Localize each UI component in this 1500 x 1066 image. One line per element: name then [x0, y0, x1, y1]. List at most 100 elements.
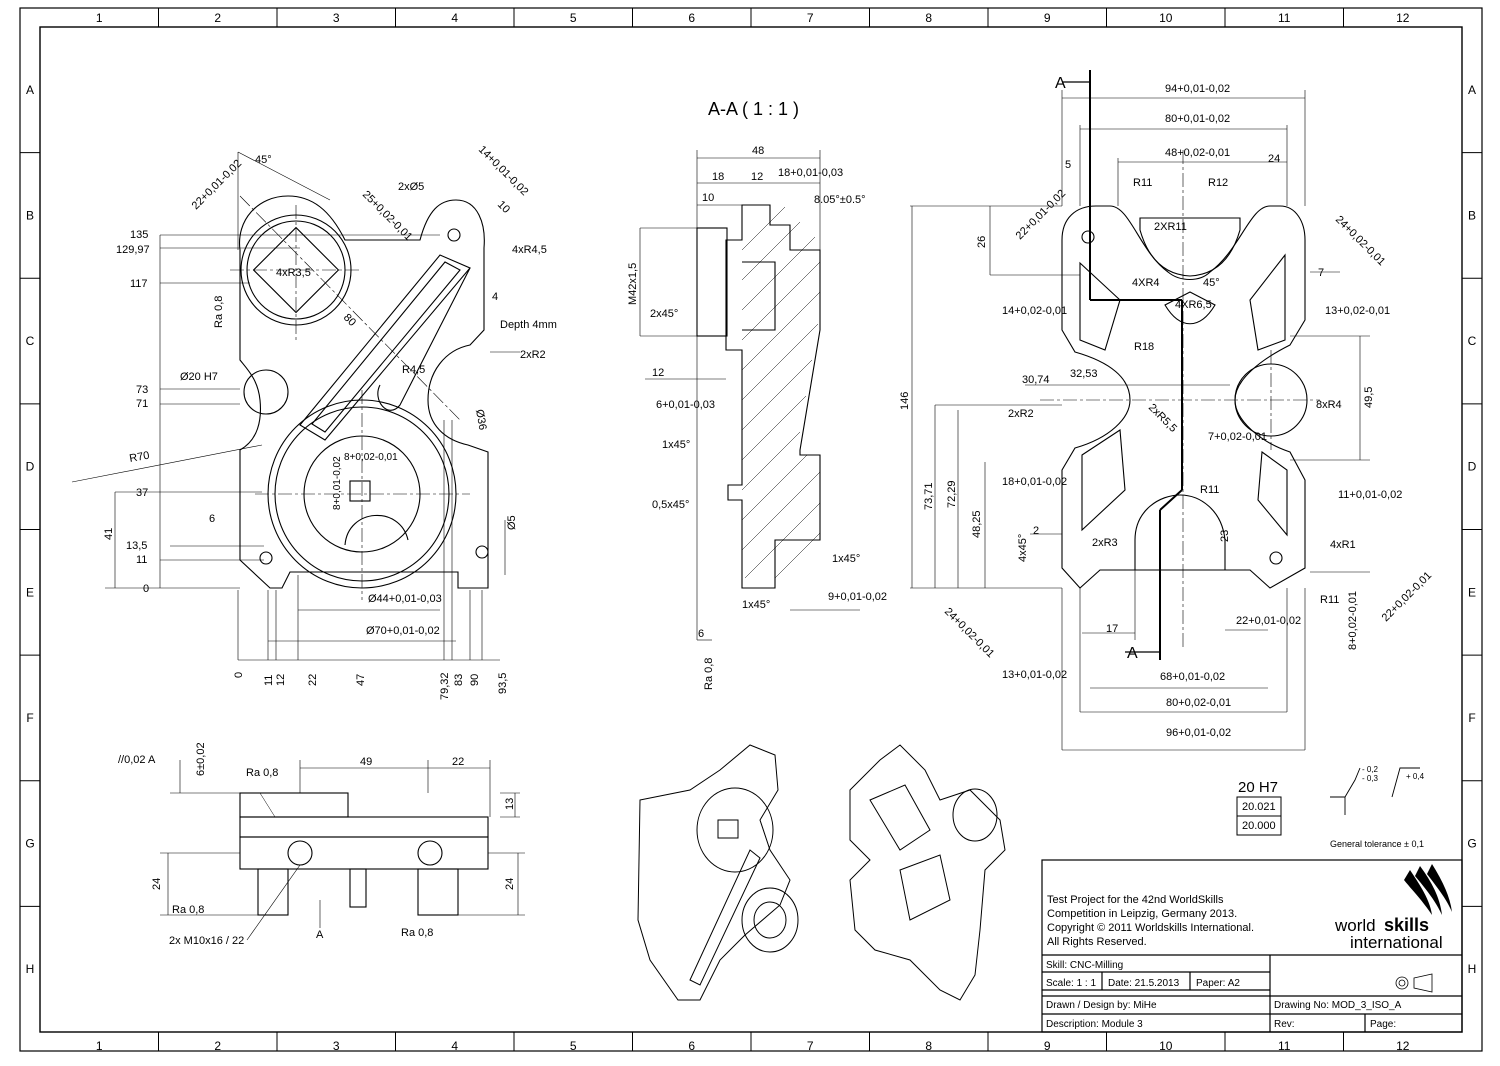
- dim-label: 45°: [1203, 277, 1220, 289]
- dim-label: R70: [128, 450, 150, 465]
- frame-col-label: 5: [570, 1039, 577, 1053]
- section-hatch: [741, 206, 821, 579]
- frame-col-label: 6: [688, 11, 695, 25]
- dim-label: Ra 0,8: [401, 927, 433, 939]
- dim-label: 17: [1106, 623, 1118, 635]
- dim-label: 4xR4,5: [512, 244, 547, 256]
- dim-label: 24+0,02-0,01: [1333, 214, 1388, 269]
- front-outline: [239, 195, 489, 589]
- fit-upper: 20.021: [1242, 801, 1276, 813]
- dim-label: 24: [1268, 153, 1280, 165]
- dim-label: 6±0,02: [195, 742, 207, 776]
- section-mark-bottom: A: [1127, 645, 1138, 662]
- dim-label: 32,53: [1070, 368, 1098, 380]
- center-notch: [1164, 291, 1216, 325]
- dim-label: 1x45°: [662, 439, 690, 451]
- frame-col-label: 8: [925, 11, 932, 25]
- square-pocket: [252, 226, 340, 314]
- logo-skills: skills: [1384, 915, 1429, 935]
- section-outline: [725, 204, 821, 589]
- dim-label: 80+0,01-0,02: [1165, 113, 1230, 125]
- hole-bottom-right: [475, 545, 489, 559]
- dim-label: 71: [136, 398, 148, 410]
- dim-label: Ra 0,8: [172, 904, 204, 916]
- surface-tol: - 0,2: [1362, 765, 1379, 774]
- frame-row-label: C: [26, 334, 35, 348]
- dim-label: 2x M10x16 / 22: [169, 935, 244, 947]
- dim-label: //0,02 A: [118, 754, 156, 766]
- thread-hole-left: [287, 840, 313, 866]
- dim-label: 8.05°±0.5°: [814, 194, 866, 206]
- frame-row-label: C: [1468, 334, 1477, 348]
- dim-label: 13,5: [126, 540, 147, 552]
- pocket-ul: [1079, 261, 1121, 351]
- isometric-view-right: [849, 744, 1006, 1001]
- dim-label: 26: [976, 236, 988, 248]
- frame-row-label: E: [26, 585, 34, 599]
- thread-hole-right: [417, 840, 443, 866]
- dim-label: 9+0,01-0,02: [828, 591, 887, 603]
- bottom-dim: 0: [233, 672, 245, 678]
- frame-col-label: 7: [807, 1039, 814, 1053]
- dim-label: 146: [899, 392, 911, 410]
- thread-boss: [696, 227, 728, 337]
- slot-inner: [311, 261, 461, 433]
- frame-col-label: 6: [688, 1039, 695, 1053]
- dim-label: 4XR6,5: [1175, 299, 1212, 311]
- frame-col-label: 12: [1396, 1039, 1410, 1053]
- dim-label: 5: [1065, 159, 1071, 171]
- back-hole-top: [1081, 230, 1095, 244]
- frame-col-label: 3: [333, 1039, 340, 1053]
- dim-label: 23: [1219, 530, 1231, 542]
- logo-international: international: [1350, 933, 1443, 952]
- dim-label: 2x45°: [650, 308, 678, 320]
- side-pin: [349, 868, 367, 908]
- skills-logo-mark: [1404, 864, 1452, 915]
- dim-label: 49: [360, 756, 372, 768]
- frame-col-label: 9: [1044, 11, 1051, 25]
- dim-label: 13+0,02-0,01: [1325, 305, 1390, 317]
- dim-label: 2xR2: [520, 349, 546, 361]
- frame-col-label: 4: [451, 1039, 458, 1053]
- dim-label: 14+0,01-0,02: [476, 144, 531, 199]
- frame-col-label: 1: [96, 11, 103, 25]
- dim-label: 2xR2: [1008, 408, 1034, 420]
- dim-label: 6: [209, 513, 215, 525]
- dim-label: 1x45°: [742, 599, 770, 611]
- title-text-line: All Rights Reserved.: [1047, 936, 1147, 948]
- dim-label: 2XR11: [1154, 221, 1187, 233]
- frame-col-label: 2: [214, 1039, 221, 1053]
- frame-row-label: B: [1468, 208, 1476, 222]
- dim-label: 30,74: [1022, 374, 1050, 386]
- frame-col-label: 10: [1159, 1039, 1173, 1053]
- dim-label: 18+0,01-0,02: [1002, 476, 1067, 488]
- dim-label: 4x45°: [1017, 534, 1029, 562]
- dim-label: 48,25: [971, 510, 983, 538]
- bottom-dim: 79,32: [439, 672, 451, 700]
- dim-label: A: [316, 929, 324, 941]
- frame-col-label: 10: [1159, 11, 1173, 25]
- back-view: [910, 70, 1370, 751]
- frame-row-label: E: [1468, 585, 1476, 599]
- frame-zone-ticks: [20, 8, 1482, 1051]
- surface-tol: - 0,3: [1362, 774, 1379, 783]
- front-view: [71, 151, 520, 661]
- section-title: A-A ( 1 : 1 ): [708, 99, 799, 119]
- frame-row-label: D: [1468, 460, 1477, 474]
- dim-label: 135: [130, 229, 148, 241]
- skill-field: Skill: CNC-Milling: [1046, 960, 1123, 971]
- description-field: Description: Module 3: [1046, 1019, 1143, 1030]
- hole-20: [243, 369, 289, 415]
- dim-label: 73: [136, 384, 148, 396]
- bottom-dim: 12: [275, 674, 287, 686]
- dim-label: 68+0,01-0,02: [1160, 671, 1225, 683]
- center-square: [349, 480, 371, 502]
- fit-title: 20 H7: [1238, 779, 1278, 796]
- bottom-dim: 47: [355, 674, 367, 686]
- frame-col-label: 5: [570, 11, 577, 25]
- section-line: [1089, 70, 1183, 660]
- dim-label: 7+0,02-0,01: [1208, 431, 1267, 443]
- dim-label: M42x1,5: [627, 263, 639, 305]
- section-mark-top: A: [1055, 75, 1066, 92]
